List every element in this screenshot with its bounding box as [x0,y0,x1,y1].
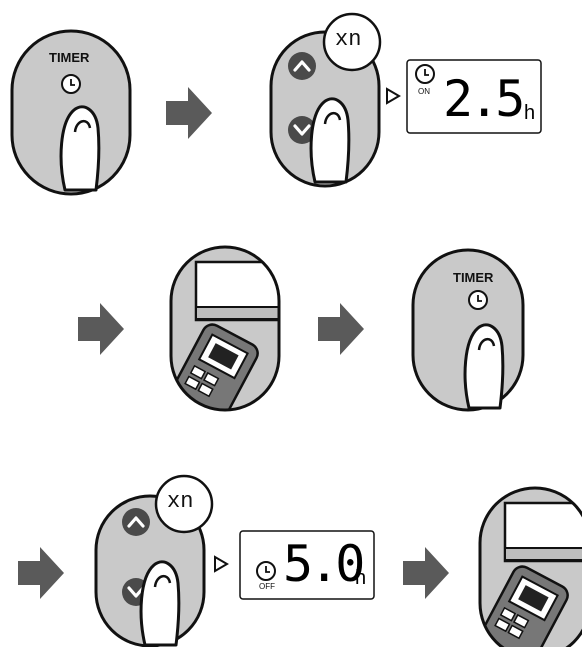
arrow-icon [403,547,449,599]
display-value-on: 2.5 [443,74,521,124]
mode-label-on: ON [418,87,430,96]
arrow-icon [18,547,64,599]
finger-icon [141,562,179,645]
display-unit-on: h [524,102,535,125]
display-value-off: 5.0 [283,539,361,589]
multiplier-label: xn [335,27,361,52]
clock-icon [62,75,80,93]
clock-icon [469,291,487,309]
pointer-arrow-icon [387,89,399,103]
pointer-arrow-icon [215,557,227,571]
step5-adjust-off-time [96,476,212,646]
finger-icon [311,99,349,182]
up-button-icon [288,52,316,80]
mode-label-off: OFF [259,582,275,591]
arrow-icon [78,303,124,355]
timer-label: TIMER [49,50,89,65]
display-unit-off: h [355,567,366,590]
finger-icon [465,325,503,408]
clock-icon [257,562,275,580]
step6-point-remote [476,488,582,647]
arrow-icon [318,303,364,355]
finger-icon [61,107,99,190]
clock-icon [416,65,434,83]
timer-label: TIMER [453,270,493,285]
arrow-icon [166,87,212,139]
step2-adjust-on-time [271,14,380,186]
multiplier-label: xn [167,489,193,514]
step3-point-remote [166,247,296,429]
up-button-icon [122,508,150,536]
